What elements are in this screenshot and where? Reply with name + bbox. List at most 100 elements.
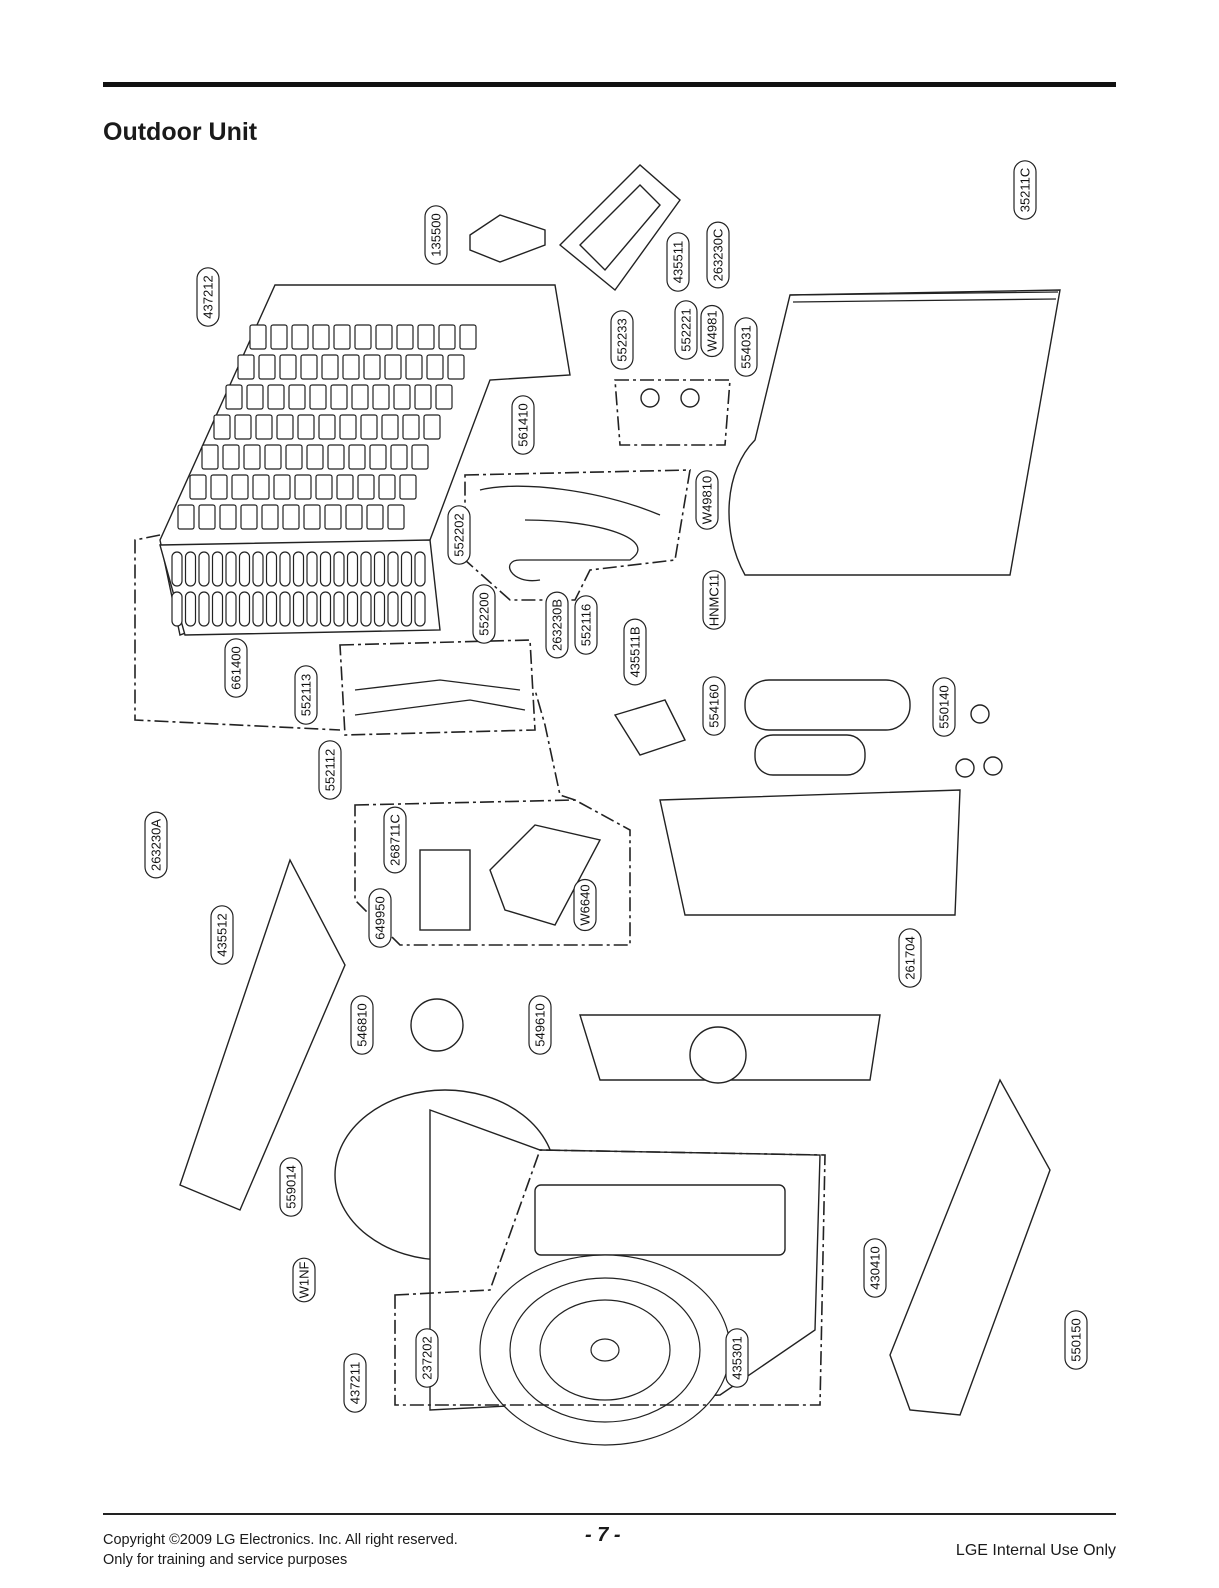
part-callout: 550150	[1064, 1310, 1088, 1370]
part-callout: 35211C	[1013, 160, 1037, 220]
page-number: - 7 -	[585, 1524, 621, 1546]
part-number: 263230C	[711, 229, 726, 282]
vent-slot	[252, 551, 264, 587]
cabinet-grid-cell	[405, 354, 423, 380]
top-cabinet	[159, 284, 571, 636]
part-number: 552200	[477, 592, 492, 635]
part-callout: 435301	[725, 1328, 749, 1388]
cabinet-grid-cell	[327, 444, 345, 470]
vent-slot	[360, 551, 372, 587]
part-number: 561410	[516, 403, 531, 446]
vent-slot	[265, 591, 278, 627]
cabinet-grid-cell	[210, 474, 228, 500]
part-number: 550150	[1069, 1318, 1084, 1361]
vent-slot	[292, 591, 305, 627]
cabinet-grid-cell	[414, 384, 432, 410]
cabinet-grid-cell	[312, 324, 330, 350]
part-number: 649950	[373, 896, 388, 939]
cabinet-grid-cell	[255, 414, 273, 440]
vent-slot	[400, 591, 413, 627]
part-callout: 554031	[734, 317, 758, 377]
part-number: W1NF	[297, 1262, 312, 1299]
refrigerant-pipe	[479, 485, 661, 582]
part-number: 435511	[671, 241, 686, 283]
piping-assembly-box	[464, 469, 691, 601]
part-number: 237202	[420, 1336, 435, 1379]
cabinet-grid-cell	[270, 324, 288, 350]
part-number: 559014	[284, 1165, 299, 1208]
rubber-foot-1	[970, 704, 990, 724]
part-number: 261704	[903, 936, 918, 979]
cabinet-grid-cell	[426, 354, 444, 380]
cabinet-grid-cell	[324, 504, 342, 530]
cabinet-grid-cell	[294, 474, 312, 500]
part-callout: 430410	[863, 1238, 887, 1298]
cabinet-grid-cell	[273, 474, 291, 500]
motor-mount-hole	[689, 1026, 747, 1084]
cabinet-grid-cell	[351, 384, 369, 410]
cabinet-grid-cell	[459, 324, 477, 350]
cabinet-grid-cell	[306, 444, 324, 470]
cabinet-grid-cell	[303, 504, 321, 530]
vent-slot	[279, 591, 291, 627]
cabinet-grid-cell	[321, 354, 339, 380]
cabinet-grid-cell	[369, 444, 387, 470]
cabinet-grid-cell	[423, 414, 441, 440]
vent-slot	[373, 591, 386, 627]
condenser-coil	[728, 289, 1061, 576]
vent-slot	[387, 551, 399, 587]
cabinet-grid-cell	[258, 354, 276, 380]
cabinet-grid-cell	[381, 414, 399, 440]
part-callout: 561410	[511, 395, 535, 455]
cabinet-grid-cell	[348, 444, 366, 470]
cabinet-grid-cell	[354, 324, 372, 350]
part-callout: 552233	[610, 310, 634, 370]
cabinet-grid-cell	[198, 504, 216, 530]
part-number: 552202	[452, 513, 467, 556]
cabinet-grid-cell	[330, 384, 348, 410]
part-callout: 263230A	[144, 811, 168, 879]
cabinet-grid-cell	[222, 444, 240, 470]
base-pan	[889, 1078, 1051, 1416]
side-panel	[179, 858, 346, 1211]
part-number: 550140	[937, 685, 952, 728]
copyright-line-2: Only for training and service purposes	[103, 1552, 348, 1568]
part-number: 430410	[868, 1246, 883, 1289]
vent-slot	[171, 591, 183, 627]
part-number: W49810	[700, 476, 715, 524]
part-callout: 437211	[343, 1353, 367, 1413]
vent-slot	[346, 551, 359, 587]
cabinet-grid-cell	[309, 384, 327, 410]
cabinet-grid-cell	[276, 414, 294, 440]
cabinet-grid-cell	[378, 474, 396, 500]
bracket	[469, 214, 546, 263]
part-number: 435301	[730, 1336, 745, 1379]
cabinet-grid-cell	[219, 504, 237, 530]
part-number: 661400	[229, 646, 244, 689]
pipe-group	[354, 679, 526, 716]
front-assembly-outline	[394, 1149, 826, 1406]
vent-slot	[292, 551, 305, 587]
part-number: 437211	[348, 1362, 363, 1404]
part-callout: 552200	[472, 584, 496, 644]
vent-slot	[198, 591, 210, 627]
cabinet-grid-cell	[177, 504, 195, 530]
part-callout: 263230B	[545, 591, 569, 659]
valve-1	[640, 388, 660, 408]
part-callout: 552221	[674, 300, 698, 360]
vent-slot	[387, 591, 399, 627]
valve-assembly-box	[614, 379, 731, 446]
valve-2	[680, 388, 700, 408]
part-callout: W1NF	[292, 1257, 316, 1303]
vent-slot	[184, 551, 197, 587]
cabinet-grid-cell	[447, 354, 465, 380]
part-number: HNMC11	[707, 574, 722, 627]
partition-panel	[659, 789, 961, 916]
top-cover-inner	[579, 184, 661, 272]
vent-slot	[238, 551, 251, 587]
cabinet-grid-cell	[438, 324, 456, 350]
vent-slot	[306, 591, 318, 627]
part-number: 554160	[707, 684, 722, 727]
cabinet-grid-cell	[345, 504, 363, 530]
part-number: 263230B	[550, 599, 565, 651]
